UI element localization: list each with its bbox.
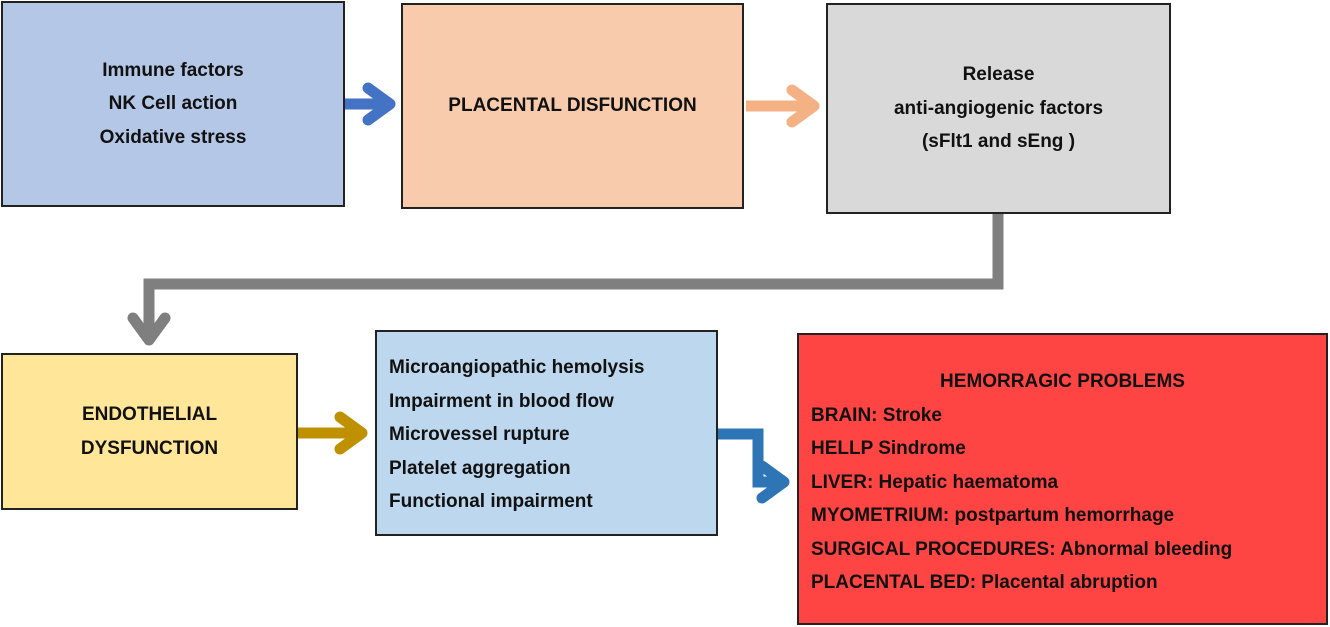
box-line: PLACENTAL BED: Placental abruption — [811, 572, 1158, 593]
arrow-endothelial-to-micro — [298, 411, 368, 455]
box-label: PLACENTAL DISFUNCTION — [448, 95, 697, 117]
hemorrhagic-problems-box: HEMORRAGIC PROBLEMS BRAIN: Stroke HELLP … — [797, 333, 1328, 625]
box-line: LIVER: Hepatic haematoma — [811, 471, 1059, 493]
endothelial-dysfunction-box: ENDOTHELIAL DYSFUNCTION — [1, 353, 298, 510]
box-line: Microangiopathic hemolysis — [389, 357, 645, 378]
arrow-release-to-endothelial — [127, 214, 1004, 346]
box-line: Impairment in blood flow — [389, 390, 614, 412]
arrow-shaft — [718, 428, 782, 488]
box-line: MYOMETRIUM: postpartum hemorrhage — [811, 505, 1175, 526]
box-line: Functional impairment — [389, 491, 593, 512]
box-line: anti-angiogenic factors — [893, 97, 1104, 119]
box-line: Oxidative stress — [99, 126, 247, 148]
box-line: Immune factors — [102, 59, 244, 81]
box-line: Release — [962, 64, 1035, 86]
arrow-head — [362, 82, 396, 126]
arrow-micro-to-hemorrhagic — [718, 428, 790, 504]
arrow-head — [127, 312, 171, 346]
box-line: DYSFUNCTION — [80, 437, 219, 459]
microvascular-effects-box: Microangiopathic hemolysis Impairment in… — [375, 330, 718, 536]
box-line: HELLP Sindrome — [811, 438, 966, 459]
arrow-shaft — [143, 214, 1004, 338]
box-line: SURGICAL PROCEDURES: Abnormal bleeding — [811, 538, 1233, 560]
box-line: Platelet aggregation — [389, 457, 571, 479]
arrow-head — [786, 84, 820, 128]
box-line: NK Cell action — [108, 93, 238, 115]
immune-factors-box: Immune factors NK Cell action Oxidative … — [1, 1, 345, 207]
arrow-head — [334, 411, 368, 455]
arrow-head — [756, 460, 790, 504]
box-line: ENDOTHELIAL — [81, 404, 218, 425]
release-factors-box: Release anti-angiogenic factors (sFlt1 a… — [826, 3, 1171, 214]
arrow-immune-to-placental — [345, 82, 396, 126]
box-title: HEMORRAGIC PROBLEMS — [940, 371, 1185, 392]
box-line: BRAIN: Stroke — [811, 404, 942, 426]
placental-dysfunction-box: PLACENTAL DISFUNCTION — [401, 3, 744, 209]
box-line: Microvessel rupture — [389, 424, 570, 445]
box-line: (sFlt1 and sEng ) — [921, 131, 1076, 153]
arrow-placental-to-release — [746, 84, 820, 128]
